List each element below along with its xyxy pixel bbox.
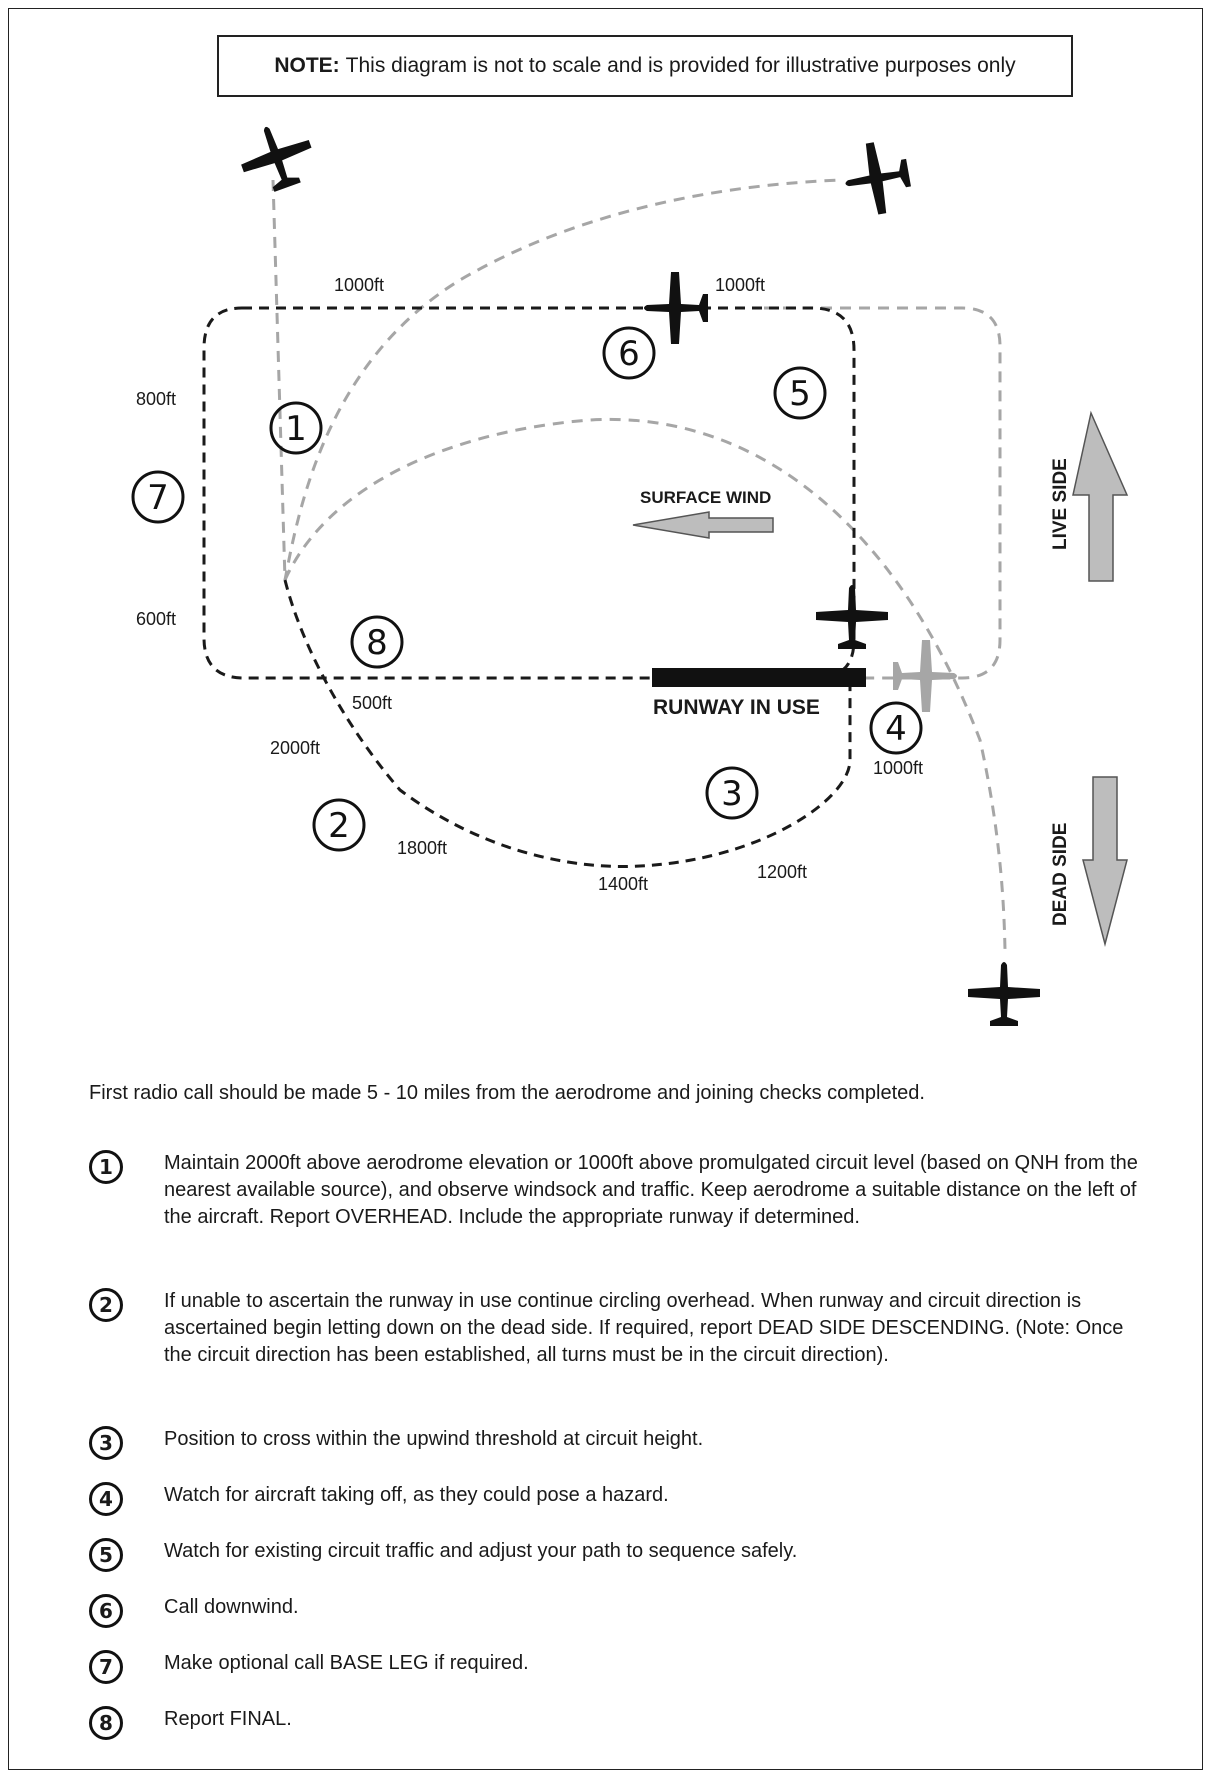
dead-side-crosswind-path bbox=[283, 579, 852, 868]
marker-8-circle bbox=[350, 615, 404, 669]
page-frame bbox=[8, 8, 1203, 1770]
aircraft-icon-joining bbox=[231, 114, 322, 200]
marker-6-circle bbox=[602, 326, 656, 380]
altitude-label: 1200ft bbox=[757, 862, 807, 882]
step-list: 1 Maintain 2000ft above aerodrome elevat… bbox=[89, 1150, 1139, 1762]
altitude-label: 1000ft bbox=[873, 758, 923, 778]
intro-text: First radio call should be made 5 - 10 m… bbox=[89, 1082, 925, 1104]
overhead-join-path bbox=[271, 178, 841, 581]
step-number-badge: 7 bbox=[89, 1650, 123, 1684]
step-item: 1 Maintain 2000ft above aerodrome elevat… bbox=[89, 1150, 1139, 1288]
step-number-badge: 2 bbox=[89, 1288, 123, 1322]
altitude-label: 500ft bbox=[352, 693, 392, 713]
marker-8-label: 8 bbox=[366, 623, 388, 663]
dead-side-arrow bbox=[1082, 776, 1128, 947]
aircraft-icon-overhead bbox=[839, 137, 915, 220]
note-text: This diagram is not to scale and is prov… bbox=[345, 54, 1016, 77]
marker-4-circle bbox=[869, 701, 923, 755]
aircraft-icon-dead-side bbox=[968, 962, 1040, 1026]
altitude-label: 1000ft bbox=[715, 275, 765, 295]
circuit-diagram: 1000ft 1000ft 800ft 600ft 500ft 2000ft 1… bbox=[131, 114, 1129, 1026]
marker-5-circle bbox=[773, 366, 827, 420]
step-number-badge: 1 bbox=[89, 1150, 123, 1184]
marker-4-label: 4 bbox=[885, 709, 907, 749]
marker-3-circle bbox=[705, 766, 759, 820]
step-text: If unable to ascertain the runway in use… bbox=[164, 1290, 1124, 1366]
runway-strip bbox=[652, 668, 866, 687]
live-side-arrow bbox=[1072, 410, 1129, 582]
step-item: 6 Call downwind. bbox=[89, 1594, 1139, 1650]
marker-2-label: 2 bbox=[328, 806, 350, 846]
step-number-badge: 6 bbox=[89, 1594, 123, 1628]
marker-7-circle bbox=[131, 470, 185, 524]
step-text: Watch for aircraft taking off, as they c… bbox=[164, 1484, 669, 1506]
step-text: Position to cross within the upwind thre… bbox=[164, 1428, 704, 1450]
altitude-label: 600ft bbox=[136, 609, 176, 629]
dead-side-descent-path bbox=[283, 417, 1007, 951]
dead-side-label: DEAD SIDE bbox=[1050, 823, 1071, 926]
step-number-badge: 5 bbox=[89, 1538, 123, 1572]
aircraft-icon-downwind bbox=[644, 272, 708, 344]
step-item: 2 If unable to ascertain the runway in u… bbox=[89, 1288, 1139, 1426]
step-item: 7 Make optional call BASE LEG if require… bbox=[89, 1650, 1139, 1706]
step-text: Report FINAL. bbox=[164, 1708, 292, 1730]
marker-1-label: 1 bbox=[285, 409, 307, 449]
marker-2-circle bbox=[312, 798, 366, 852]
marker-3-label: 3 bbox=[721, 774, 743, 814]
altitude-label: 1800ft bbox=[397, 838, 447, 858]
step-text: Call downwind. bbox=[164, 1596, 299, 1618]
step-item: 4 Watch for aircraft taking off, as they… bbox=[89, 1482, 1139, 1538]
live-side-label: LIVE SIDE bbox=[1050, 458, 1071, 550]
marker-7-label: 7 bbox=[147, 478, 169, 518]
step-item: 5 Watch for existing circuit traffic and… bbox=[89, 1538, 1139, 1594]
step-text: Watch for existing circuit traffic and a… bbox=[164, 1540, 798, 1562]
runway-label: RUNWAY IN USE bbox=[653, 696, 820, 719]
step-number-badge: 8 bbox=[89, 1706, 123, 1740]
step-number-badge: 4 bbox=[89, 1482, 123, 1516]
step-number-badge: 3 bbox=[89, 1426, 123, 1460]
disclaimer-note: NOTE: This diagram is not to scale and i… bbox=[217, 35, 1073, 97]
step-text: Make optional call BASE LEG if required. bbox=[164, 1652, 529, 1674]
altitude-label: 1000ft bbox=[334, 275, 384, 295]
surface-wind-label: SURFACE WIND bbox=[640, 488, 771, 507]
altitude-label: 2000ft bbox=[270, 738, 320, 758]
aircraft-icon-final bbox=[816, 585, 888, 649]
altitude-label: 800ft bbox=[136, 389, 176, 409]
step-item: 8 Report FINAL. bbox=[89, 1706, 1139, 1762]
note-prefix: NOTE: bbox=[274, 54, 340, 77]
surface-wind-arrow bbox=[632, 511, 774, 539]
marker-6-label: 6 bbox=[618, 334, 640, 374]
aircraft-icon-takeoff bbox=[893, 640, 957, 712]
marker-1-circle bbox=[269, 401, 323, 455]
step-item: 3 Position to cross within the upwind th… bbox=[89, 1426, 1139, 1482]
altitude-label: 1400ft bbox=[598, 874, 648, 894]
live-side-path bbox=[764, 306, 1002, 680]
marker-5-label: 5 bbox=[789, 374, 811, 414]
step-text: Maintain 2000ft above aerodrome elevatio… bbox=[164, 1152, 1138, 1228]
